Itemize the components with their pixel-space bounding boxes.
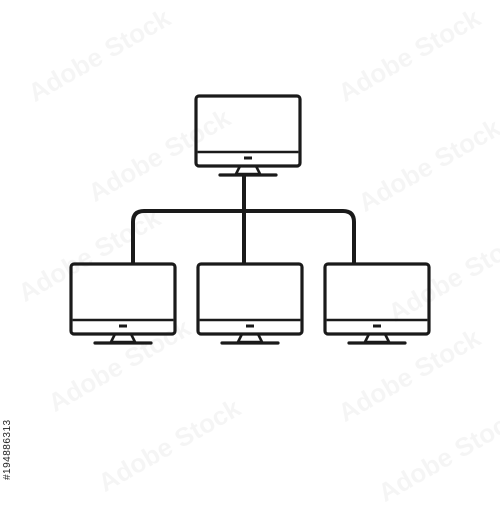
monitor-frame: [194, 94, 302, 168]
monitor-indicator: [373, 324, 381, 328]
monitor-indicator: [244, 156, 252, 160]
network-diagram: Adobe Stock Adobe Stock Adobe Stock Adob…: [2, 94, 431, 480]
diagram-svg: [69, 94, 431, 345]
monitor-frame: [196, 262, 304, 336]
branch-right-line: [244, 209, 356, 264]
monitor-frame: [69, 262, 177, 336]
desktop-monitor-icon: [323, 262, 431, 345]
stock-id-label: #194886313: [2, 419, 13, 480]
desktop-monitor-icon: [196, 262, 304, 345]
desktop-monitor-icon: [69, 262, 177, 345]
desktop-monitor-icon: [194, 94, 302, 177]
connector-lines: [131, 175, 356, 264]
monitor-indicator: [246, 324, 254, 328]
branch-left-line: [131, 209, 244, 264]
monitor-indicator: [119, 324, 127, 328]
monitor-frame: [323, 262, 431, 336]
